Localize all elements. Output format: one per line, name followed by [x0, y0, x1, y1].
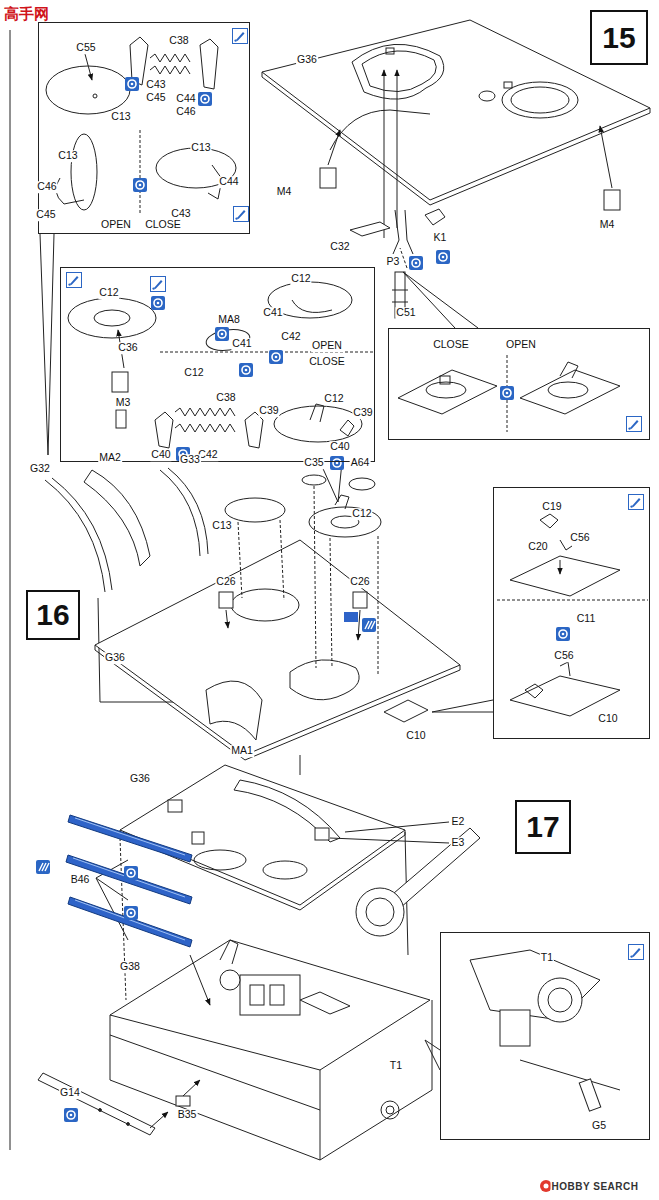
part-number: C32	[329, 241, 350, 253]
part-number: C55	[75, 42, 96, 54]
detail-inset: C12C12MA8C41C42C41OPENCLOSEC36C12M3C38C1…	[60, 267, 375, 462]
part-number: OPEN	[100, 219, 132, 231]
part-number: MA8	[217, 314, 241, 326]
part-number: G33	[179, 454, 201, 466]
part-number: OPEN	[505, 339, 537, 351]
part-number: T1	[389, 1060, 403, 1072]
part-number: C26	[349, 576, 370, 588]
part-number: C36	[117, 342, 138, 354]
part-number: C39	[352, 407, 373, 419]
part-number: C46	[175, 106, 196, 118]
detail-inset: C19C56C20C11C56C10	[493, 487, 650, 739]
part-number: C44	[218, 176, 239, 188]
part-number: G36	[104, 652, 126, 664]
part-number: C45	[35, 209, 56, 221]
detail-inset: CLOSE OPEN	[388, 328, 650, 440]
part-number: OPEN	[311, 340, 343, 352]
part-number: C13	[57, 150, 78, 162]
step-number: 16	[36, 600, 69, 630]
part-number: C20	[527, 541, 548, 553]
detail-inset: T1G5	[440, 932, 650, 1140]
part-number: C38	[168, 35, 189, 47]
step-number-box: 17	[515, 800, 571, 854]
part-number: G38	[119, 961, 141, 973]
part-number: C13	[110, 111, 131, 123]
part-number: G36	[296, 54, 318, 66]
part-number: B35	[177, 1109, 198, 1121]
part-number: C56	[553, 650, 574, 662]
part-number: C12	[351, 508, 372, 520]
part-number: CLOSE	[308, 356, 346, 368]
part-number: E2	[451, 816, 466, 828]
part-number: C51	[395, 307, 416, 319]
part-number: C38	[215, 392, 236, 404]
part-number: C46	[36, 181, 57, 193]
part-number: T1	[540, 952, 554, 964]
part-number: C26	[215, 576, 236, 588]
part-number: MA2	[98, 452, 122, 464]
step-number: 15	[602, 23, 635, 53]
part-number: C39	[258, 405, 279, 417]
step-number-box: 15	[590, 10, 648, 65]
part-number: B46	[70, 874, 91, 886]
part-number: P3	[386, 256, 401, 268]
part-number: C19	[541, 501, 562, 513]
part-number: MA1	[230, 745, 254, 757]
part-number: C45	[145, 92, 166, 104]
part-number: C35	[303, 457, 324, 469]
part-number: M4	[276, 186, 293, 198]
part-number: C11	[576, 613, 596, 625]
part-number: C13	[211, 520, 232, 532]
part-number: C41	[262, 307, 283, 319]
part-number: C43	[170, 208, 191, 220]
part-number: C12	[98, 287, 119, 299]
part-number: C42	[280, 331, 301, 343]
part-number: G5	[591, 1120, 607, 1132]
part-number: M4	[599, 219, 616, 231]
part-number: C43	[145, 79, 166, 91]
part-number: C56	[569, 532, 590, 544]
part-number: C12	[183, 367, 204, 379]
watermark: 高手网	[3, 5, 50, 24]
part-number: C40	[329, 441, 350, 453]
part-number: G32	[29, 463, 51, 475]
part-number: G14	[59, 1087, 81, 1099]
part-number: C12	[323, 393, 344, 405]
part-number: K1	[433, 232, 448, 244]
detail-inset: C55C38C43C45C44C46C13C13C46C45C13C44C43O…	[38, 22, 250, 234]
part-number: C44	[175, 93, 196, 105]
part-number: M3	[115, 397, 132, 409]
part-number: C12	[290, 273, 311, 285]
step-number: 17	[526, 812, 559, 842]
watermark: HOBBY SEARCH	[551, 1181, 640, 1192]
part-number: C13	[190, 142, 211, 154]
part-number: C40	[150, 449, 171, 461]
part-number: G36	[129, 773, 151, 785]
part-number: C10	[405, 730, 426, 742]
part-number: C10	[597, 713, 618, 725]
part-number: C41	[231, 338, 252, 350]
step-number-box: 16	[26, 590, 80, 640]
part-number: CLOSE	[144, 219, 182, 231]
part-number: E3	[451, 837, 466, 849]
part-number: CLOSE	[432, 339, 470, 351]
part-number: A64	[350, 457, 371, 469]
